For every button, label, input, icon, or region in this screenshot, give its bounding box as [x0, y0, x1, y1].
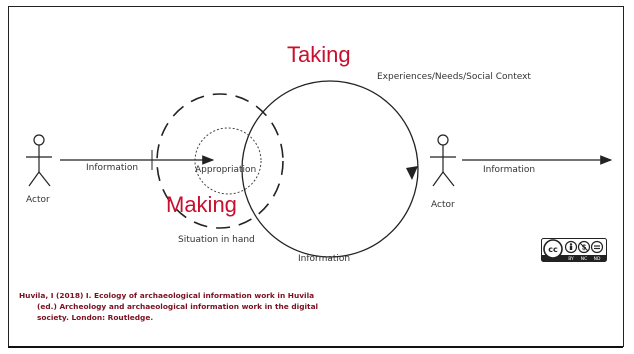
making-label: Making: [166, 192, 237, 217]
situation-label: Situation in hand: [178, 235, 255, 245]
nd-icon: [590, 240, 604, 254]
actor-left-figure: [26, 134, 52, 187]
context-label: Experiences/Needs/Social Context: [377, 72, 531, 82]
cc-badge-graphic: cc $ BY NC ND: [541, 238, 607, 262]
actor-left-label: Actor: [26, 195, 50, 205]
slide-frame: [8, 6, 624, 347]
citation-line-2: (ed.) Archeology and archaeological info…: [37, 302, 319, 311]
citation-line-1: Huvila, I (2018) I. Ecology of archaeolo…: [19, 291, 315, 300]
cc-text: cc: [548, 245, 558, 254]
info-left-label: Information: [86, 163, 139, 173]
cc-icon: [543, 239, 563, 259]
citation-line-3: society. London: Routledge.: [37, 313, 154, 322]
info-bottom-label: Information: [298, 254, 351, 264]
nd-text: ND: [594, 256, 601, 262]
cc-license-badge: cc $ BY NC ND: [541, 238, 607, 262]
cycle-arrowhead: [406, 166, 418, 180]
making-dashed-circle: [156, 93, 284, 229]
taking-circle: [241, 80, 419, 258]
by-text: BY: [568, 256, 574, 262]
actor-right-figure: [430, 134, 456, 187]
citation: Huvila, I (2018) I. Ecology of archaeolo…: [19, 290, 319, 323]
appropriation-label: Appropriation: [195, 165, 257, 175]
info-right-label: Information: [483, 165, 536, 175]
nc-text: NC: [581, 256, 588, 262]
actor-right-label: Actor: [431, 200, 455, 210]
bottom-rule: [8, 346, 623, 348]
taking-label: Taking: [287, 42, 351, 67]
appropriation-dotted-circle: [194, 127, 262, 195]
